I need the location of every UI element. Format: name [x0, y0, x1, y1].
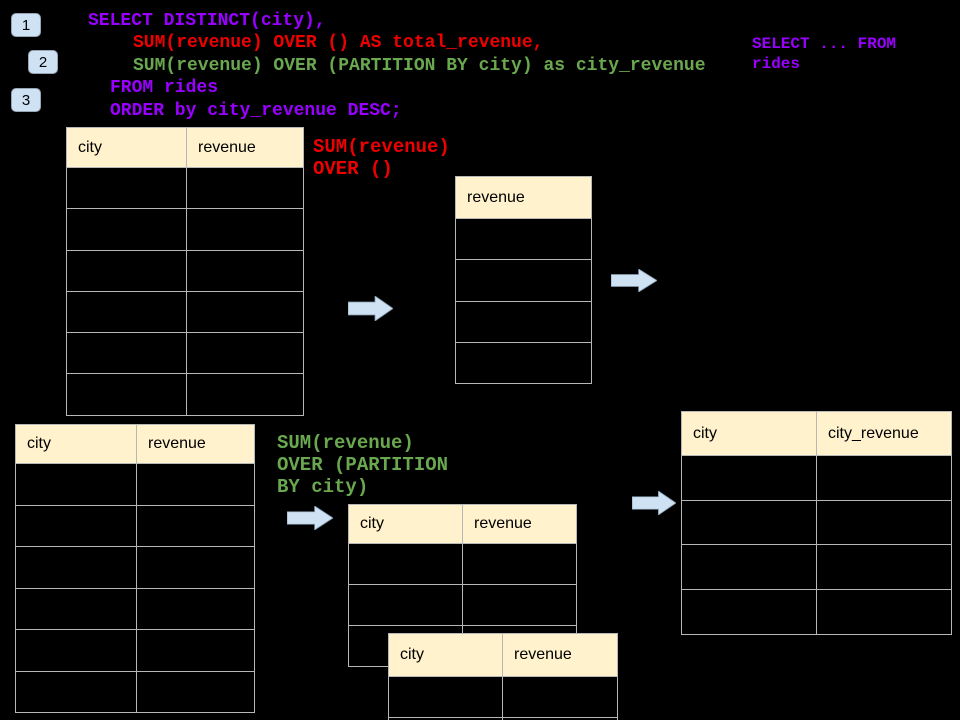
sql-line-1: SELECT DISTINCT(city), — [88, 11, 326, 31]
table-city-revenue-result-header-city: city — [681, 411, 817, 456]
table-cell — [816, 499, 952, 546]
table-cell — [455, 259, 592, 302]
annotation-over-partition-line-1: SUM(revenue) — [277, 432, 414, 454]
sql-line-4: FROM rides — [110, 78, 219, 99]
table-cell — [186, 249, 304, 292]
table-cell — [186, 290, 304, 334]
table-cell — [681, 499, 817, 546]
table-partition-b-header-revenue: revenue — [502, 633, 618, 677]
table-cell — [66, 249, 187, 292]
sql-code-block: SELECT DISTINCT(city),SUM(revenue) OVER … — [88, 10, 706, 122]
table-cell — [66, 373, 187, 416]
sql-line-3: SUM(revenue) OVER (PARTITION BY city) as… — [133, 55, 706, 76]
table-cell — [136, 546, 255, 589]
table-cell — [66, 208, 187, 251]
table-cell — [136, 504, 255, 547]
annotation-over-partition-line-2: OVER (PARTITION — [277, 454, 449, 476]
table-cell — [348, 543, 463, 585]
table-cell — [186, 166, 304, 210]
table-cell — [186, 373, 304, 416]
table-cell — [15, 629, 137, 672]
table-partition-a-header-city: city — [348, 504, 463, 544]
arrow-total-out-icon — [610, 268, 658, 293]
table-partition-a-header-revenue: revenue — [462, 504, 577, 544]
table-rides-source-total-header-revenue: revenue — [186, 127, 304, 168]
step-badge-1: 1 — [11, 13, 41, 37]
arrow-source-to-total-icon — [347, 295, 394, 322]
table-rides-source-total-header-city: city — [66, 127, 187, 168]
table-partition-b-header-city: city — [388, 633, 503, 677]
step-badge-3: 3 — [11, 88, 41, 112]
table-rides-source-partition-header-city: city — [15, 424, 137, 464]
table-cell — [186, 208, 304, 251]
table-cell — [681, 544, 817, 591]
table-cell — [15, 463, 137, 506]
annotation-over-total-line-2: OVER () — [313, 158, 393, 180]
table-cell — [816, 589, 952, 635]
table-cell — [455, 300, 592, 343]
sql-line-2: SUM(revenue) OVER () AS total_revenue, — [133, 33, 544, 54]
table-cell — [502, 717, 618, 720]
table-rides-source-partition-header-revenue: revenue — [136, 424, 255, 464]
table-cell — [816, 544, 952, 591]
table-cell — [136, 463, 255, 506]
annotation-over-total-line-1: SUM(revenue) — [313, 136, 450, 158]
step-badge-2: 2 — [28, 50, 58, 74]
table-cell — [462, 543, 577, 585]
table-cell — [136, 629, 255, 672]
table-cell — [462, 584, 577, 626]
side-note-line-1: SELECT ... FROM — [752, 35, 897, 53]
table-cell — [15, 504, 137, 547]
table-cell — [136, 587, 255, 630]
table-cell — [66, 290, 187, 334]
table-cell — [15, 587, 137, 630]
table-cell — [681, 455, 817, 501]
arrow-partition-to-result-icon — [631, 490, 677, 516]
table-cell — [502, 675, 618, 719]
table-cell — [186, 332, 304, 375]
table-cell — [681, 589, 817, 635]
table-total-revenue: revenue — [455, 176, 592, 385]
table-cell — [136, 670, 255, 713]
table-cell — [15, 546, 137, 589]
sql-line-5: ORDER by city_revenue DESC; — [110, 100, 402, 121]
table-cell — [388, 675, 503, 719]
table-cell — [348, 584, 463, 626]
table-cell — [15, 670, 137, 713]
table-total-revenue-header-revenue: revenue — [455, 176, 592, 219]
table-cell — [816, 455, 952, 501]
annotation-over-partition-line-3: BY city) — [277, 476, 369, 498]
arrow-source-to-partition-icon — [286, 505, 334, 531]
table-cell — [66, 166, 187, 210]
table-cell — [455, 217, 592, 261]
table-cell — [455, 341, 592, 385]
side-note-line-2: rides — [752, 54, 801, 73]
table-cell — [66, 332, 187, 375]
annotation-over-total: SUM(revenue)OVER () — [313, 136, 450, 180]
table-city-revenue-result-header-city_revenue: city_revenue — [816, 411, 952, 456]
